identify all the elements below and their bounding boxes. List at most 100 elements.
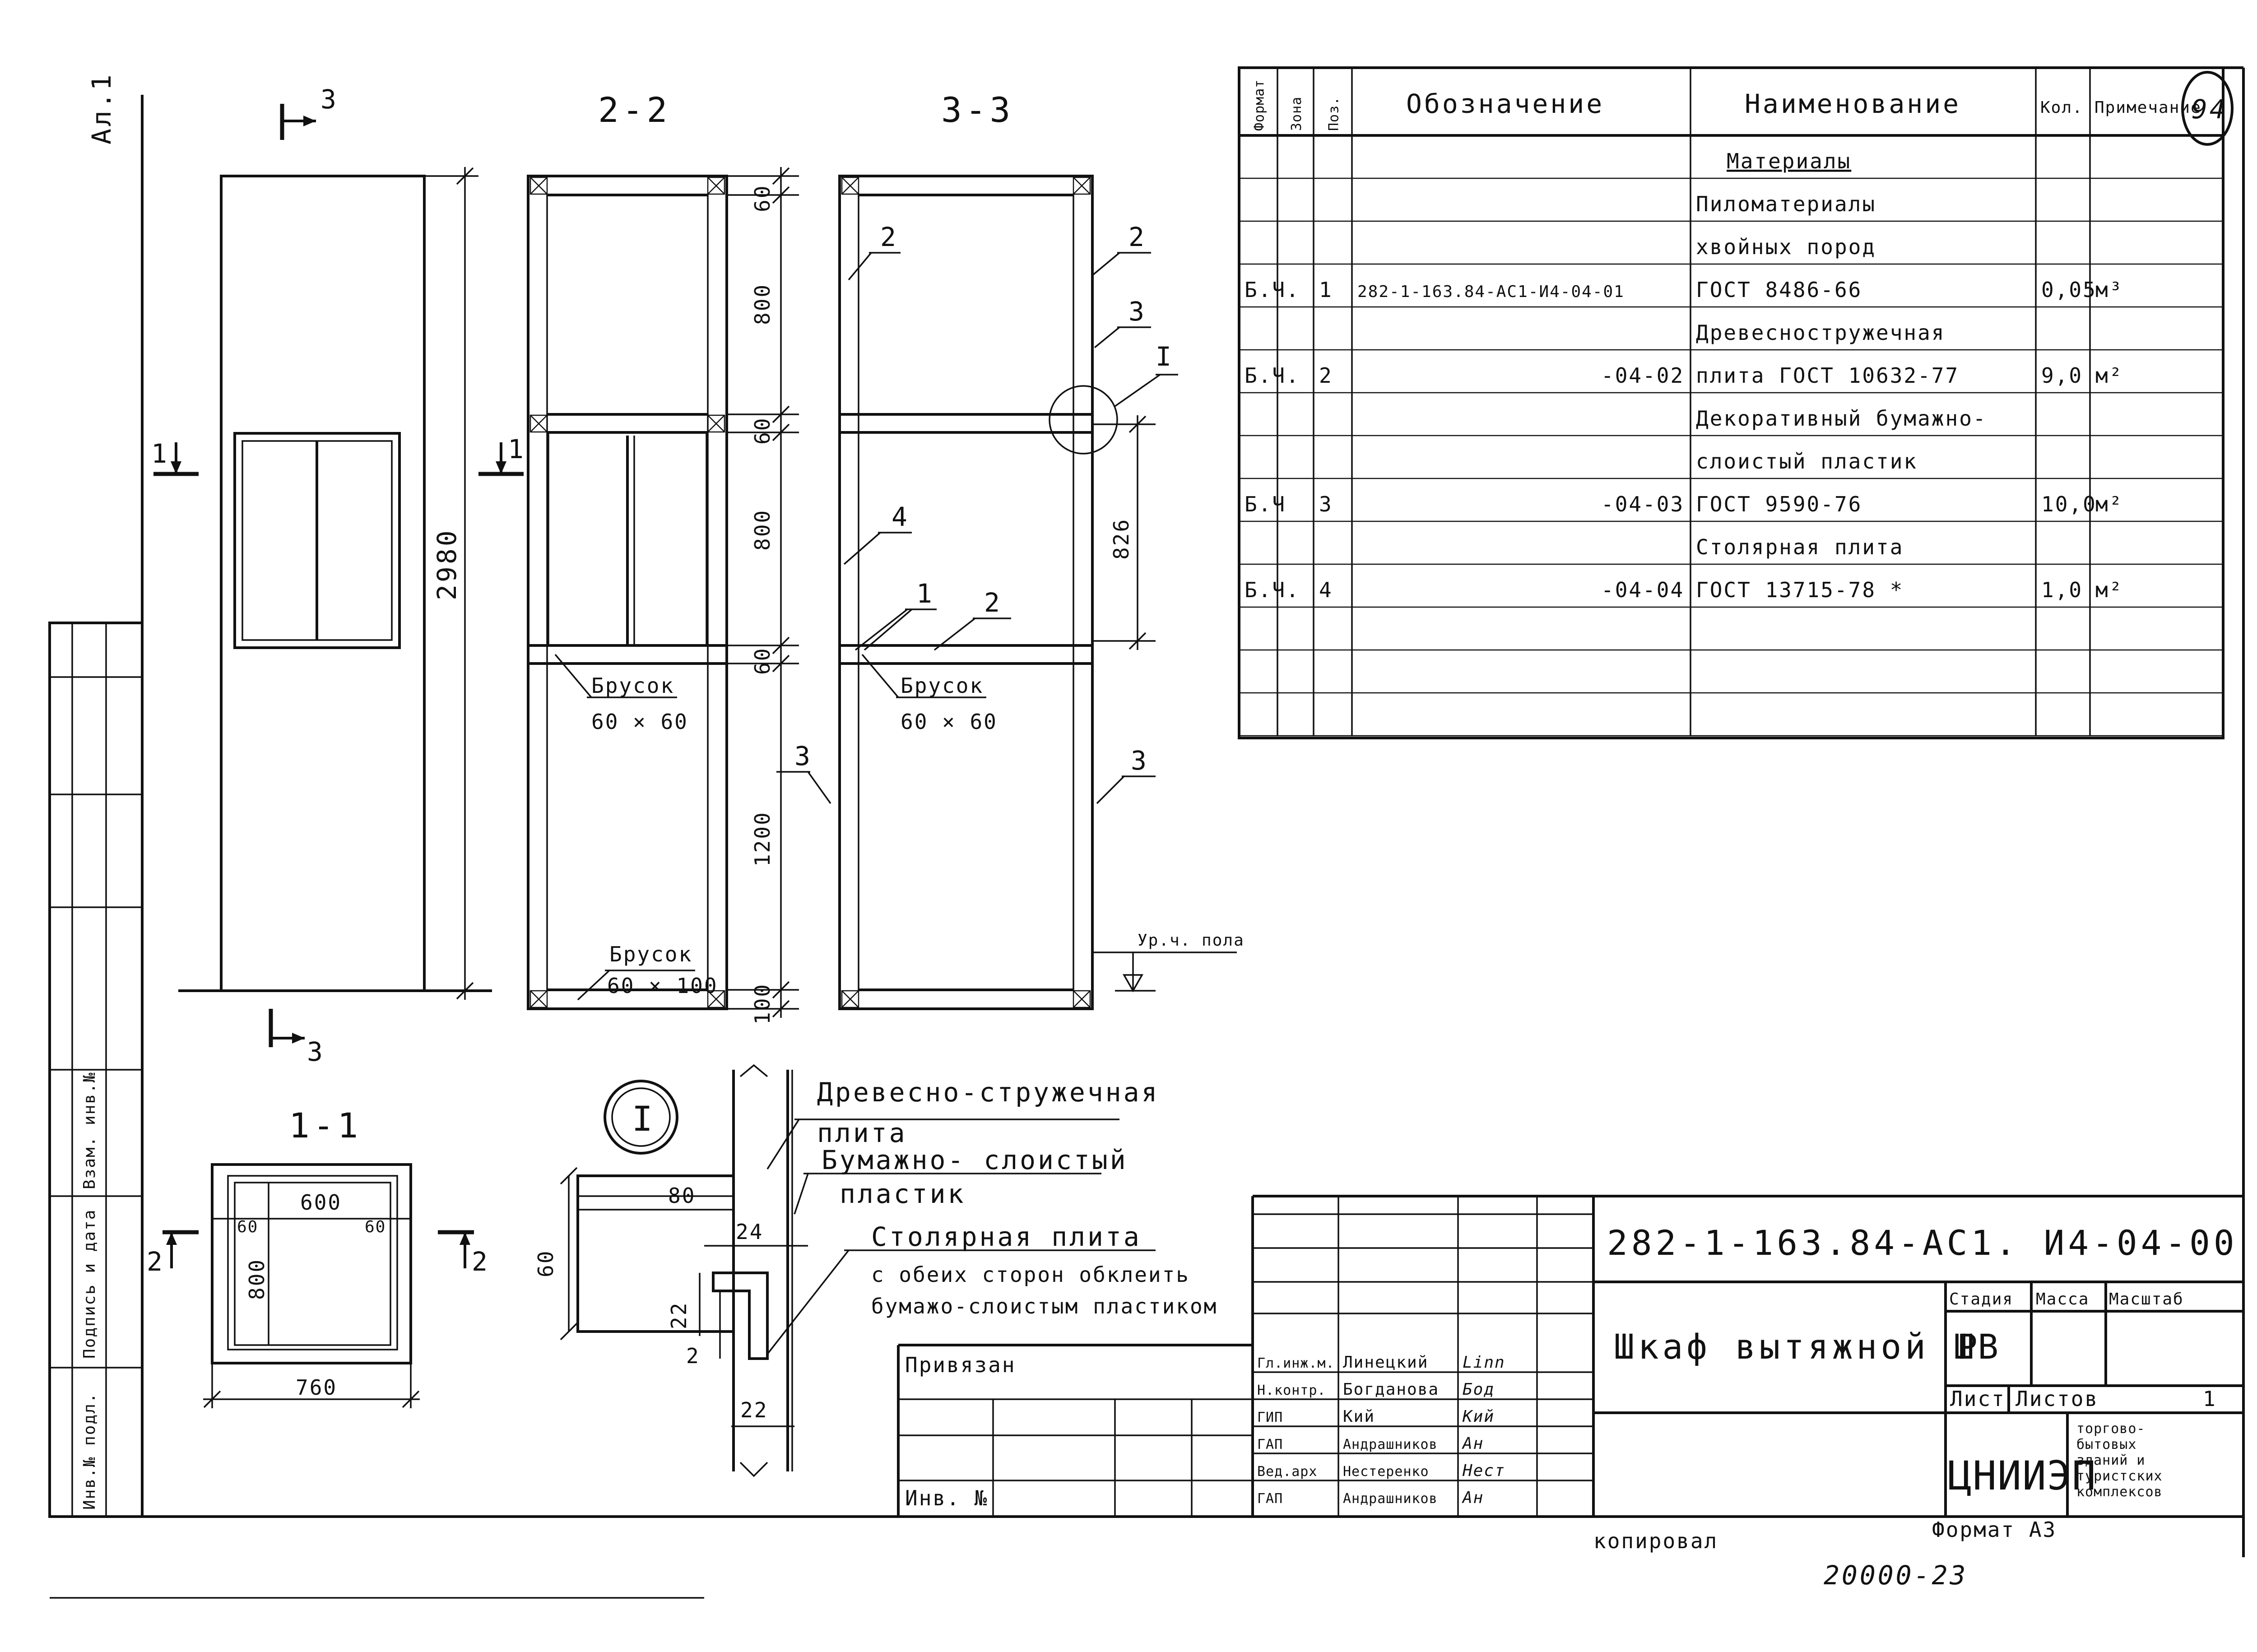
- spec-cell: Б.Ч: [1245, 492, 1286, 516]
- left-strip: Взам. инв.№ Подпись и дата Инв.№ подл.: [48, 622, 144, 1518]
- section-1-1: 1-1 600 60 60 800 760 2 2: [147, 1105, 488, 1408]
- tb-stage-value: Р: [1957, 1327, 1981, 1367]
- s22-dim-60-c: 60: [750, 647, 775, 675]
- tb-name-3: Андрашников: [1343, 1437, 1438, 1452]
- spec-cell: -04-02: [1601, 363, 1684, 388]
- front-height-dim: 2980: [432, 528, 462, 600]
- tb-org-desc-1: бытовых: [2076, 1437, 2136, 1452]
- strip-label-vzam: Взам. инв.№: [80, 1072, 99, 1189]
- spec-cell: ГОСТ 9590-76: [1696, 492, 1862, 516]
- tb-sign-0: Linn: [1463, 1353, 1505, 1372]
- spec-cell: -04-04: [1601, 578, 1684, 602]
- tb-name-5: Андрашников: [1343, 1491, 1438, 1507]
- s22-dim-800-a: 800: [750, 283, 775, 325]
- spec-cell: слоистый пластик: [1696, 449, 1918, 473]
- s33-brusok-size: 60 × 60: [901, 710, 998, 734]
- tb-org-desc-4: комплексов: [2076, 1484, 2163, 1500]
- spec-cell: Столярная плита: [1696, 535, 1904, 559]
- spec-cell: 0,05: [2041, 278, 2097, 302]
- tb-mass-header: Масса: [2036, 1290, 2089, 1309]
- spec-cell: 1,0: [2041, 578, 2083, 602]
- s22-dim-1200: 1200: [750, 811, 775, 867]
- tb-name-0: Линецкий: [1343, 1353, 1428, 1372]
- spec-cell: Б.Ч.: [1245, 363, 1300, 388]
- detail-dim-60: 60: [534, 1250, 558, 1277]
- s33-leader-3-bottom: 3: [1131, 745, 1149, 776]
- s11-dim-60-right: 60: [365, 1218, 386, 1236]
- sheet-footer: копировал Формат А3 20000-23 94: [1593, 71, 2234, 1591]
- spec-cell: м³: [2095, 278, 2123, 302]
- tb-sheets-label: Листов: [2016, 1387, 2099, 1411]
- spec-cell: хвойных пород: [1696, 235, 1876, 259]
- tb-scale-header: Масштаб: [2109, 1290, 2184, 1309]
- s11-dim-600: 600: [300, 1190, 342, 1215]
- tb-role-0: Гл.инж.м.: [1257, 1355, 1335, 1371]
- tb-stage-header: Стадия: [1949, 1290, 2013, 1309]
- s22-cut-1: 1: [508, 434, 526, 464]
- sheet-frame: Ал.1: [50, 66, 2245, 1599]
- tb-sign-2: Кий: [1462, 1407, 1495, 1426]
- spec-header-cell: Обозначение: [1406, 88, 1604, 119]
- front-view: 2980 3 3 1: [151, 84, 492, 1067]
- spec-cell: -04-03: [1601, 492, 1684, 516]
- detail-dim-24: 24: [736, 1220, 763, 1244]
- s22-dim-100: 100: [750, 983, 775, 1025]
- s22-dim-60-b: 60: [750, 417, 775, 445]
- front-cut-3-bottom: 3: [307, 1036, 325, 1067]
- spec-cell: Материалы: [1727, 149, 1851, 173]
- detail-note-dsp-a: Древесно-стружечная: [817, 1077, 1159, 1108]
- page-number: 94: [2192, 94, 2228, 125]
- detail-note-joiner-a: Столярная плита: [871, 1221, 1142, 1252]
- stamp-scribble: 20000-23: [1824, 1560, 1968, 1591]
- s11-dim-60-left: 60: [237, 1218, 258, 1236]
- title-block: Привязан Инв. № Гл.инж.м. Линецкий Linn …: [897, 1195, 2243, 1517]
- section-2-2-title: 2-2: [598, 90, 671, 130]
- tb-org-desc-2: зданий и: [2076, 1452, 2146, 1468]
- s22-brusok-bottom-label: Брусок: [609, 942, 692, 966]
- s33-floor-label: Ур.ч. пола: [1138, 931, 1245, 950]
- section-1-1-title: 1-1: [289, 1105, 362, 1146]
- tb-org-desc-3: туристских: [2076, 1468, 2163, 1484]
- tb-code: 282-1-163.84-АС1. И4-04-00: [1607, 1223, 2238, 1263]
- spec-cell: 4: [1319, 578, 1333, 602]
- s11-dim-760: 760: [296, 1375, 337, 1400]
- tb-privyazan: Привязан: [905, 1353, 1016, 1377]
- tb-sign-3: Ан: [1462, 1434, 1484, 1453]
- spec-cell: плита ГОСТ 10632-77: [1696, 363, 1959, 388]
- spec-cell: Пиломатериалы: [1696, 192, 1876, 216]
- s33-brusok-label: Брусок: [901, 673, 984, 698]
- strip-label-podpis: Подпись и дата: [80, 1209, 99, 1359]
- detail-I-label: I: [632, 1099, 656, 1139]
- spec-header-cell: Формат: [1252, 79, 1268, 131]
- spec-cell: 3: [1319, 492, 1333, 516]
- spec-cell: ГОСТ 8486-66: [1696, 278, 1862, 302]
- s33-leader-4: 4: [892, 501, 910, 532]
- s33-detail-ref: I: [1156, 341, 1174, 372]
- tb-role-4: Вед.арх: [1257, 1464, 1317, 1480]
- s11-dim-800: 800: [245, 1258, 269, 1300]
- spec-header-cell: Поз.: [1326, 97, 1342, 131]
- tb-name-4: Нестеренко: [1343, 1464, 1429, 1480]
- s33-leader-2-right: 2: [1128, 222, 1147, 252]
- s33-leader-2-top: 2: [880, 222, 898, 252]
- spec-cell: 2: [1319, 363, 1333, 388]
- tb-sign-4: Нест: [1462, 1462, 1505, 1480]
- spec-cell: 10,0: [2041, 492, 2097, 516]
- section-3-3: 3-3 I 2 2 3 4 1: [776, 90, 1245, 1010]
- tb-sign-1: Бод: [1463, 1380, 1495, 1399]
- spec-cell: Б.Ч.: [1245, 578, 1300, 602]
- tb-role-5: ГАП: [1257, 1491, 1283, 1507]
- tb-role-2: ГИП: [1257, 1410, 1283, 1425]
- strip-label-inv: Инв.№ подл.: [80, 1392, 99, 1510]
- spec-cell: Б.Ч.: [1245, 278, 1300, 302]
- spec-cell: Древесностружечная: [1696, 320, 1946, 345]
- tb-name-2: Кий: [1343, 1407, 1375, 1426]
- front-cut-1: 1: [151, 438, 169, 469]
- detail-dim-22-left: 22: [667, 1302, 691, 1329]
- spec-header-cell: Наименование: [1745, 88, 1961, 119]
- s22-dim-800-b: 800: [750, 509, 775, 551]
- copied-label: копировал: [1593, 1529, 1718, 1553]
- detail-note-joiner-b: с обеих сторон обклеить: [871, 1262, 1190, 1287]
- s33-leader-2-mid: 2: [984, 587, 1002, 618]
